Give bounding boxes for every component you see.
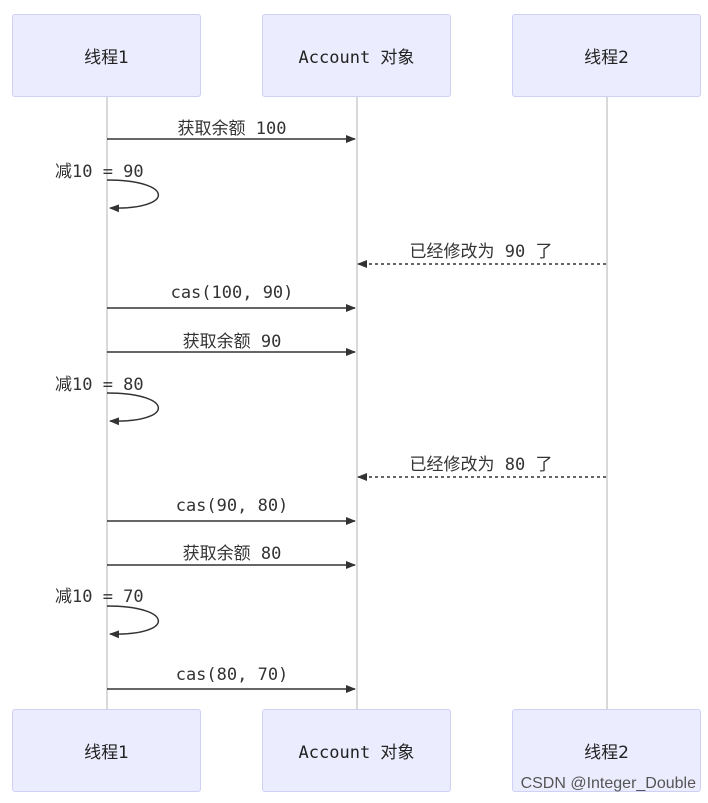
self-message-minus10-90: 减10 = 90 bbox=[55, 162, 144, 182]
actor-thread2-label: 线程2 bbox=[584, 48, 629, 68]
self-message-minus10-70: 减10 = 70 bbox=[55, 587, 144, 607]
actor-account-label: Account 对象 bbox=[298, 743, 415, 763]
message-cas-80-70: cas(80, 70) bbox=[175, 665, 289, 685]
actor-thread1-top: 线程1 bbox=[12, 14, 201, 97]
actor-account-top: Account 对象 bbox=[262, 14, 451, 97]
message-get-balance-100: 获取余额 100 bbox=[177, 119, 287, 139]
message-get-balance-90: 获取余额 90 bbox=[182, 332, 282, 352]
message-modified-80: 已经修改为 80 了 bbox=[409, 455, 553, 475]
actor-thread1-bottom: 线程1 bbox=[12, 709, 201, 792]
lifeline-account bbox=[356, 97, 358, 709]
message-cas-90-80: cas(90, 80) bbox=[175, 496, 289, 516]
actor-thread2-label: 线程2 bbox=[584, 743, 629, 763]
actor-account-bottom: Account 对象 bbox=[262, 709, 451, 792]
message-cas-100-90: cas(100, 90) bbox=[170, 283, 294, 303]
watermark: CSDN @Integer_Double bbox=[520, 775, 696, 792]
actor-thread1-label: 线程1 bbox=[84, 48, 129, 68]
self-message-minus10-80: 减10 = 80 bbox=[55, 375, 144, 395]
message-get-balance-80: 获取余额 80 bbox=[182, 544, 282, 564]
self-loop-arrow-80 bbox=[106, 392, 159, 426]
actor-thread2-bottom: 线程2 bbox=[512, 709, 701, 792]
lifeline-thread2 bbox=[606, 97, 608, 709]
actor-thread2-top: 线程2 bbox=[512, 14, 701, 97]
actor-account-label: Account 对象 bbox=[298, 48, 415, 68]
actor-thread1-label: 线程1 bbox=[84, 743, 129, 763]
self-loop-arrow-70 bbox=[106, 605, 159, 639]
lifeline-thread1 bbox=[106, 97, 108, 709]
self-loop-arrow-90 bbox=[106, 179, 159, 213]
message-modified-90: 已经修改为 90 了 bbox=[409, 242, 553, 262]
